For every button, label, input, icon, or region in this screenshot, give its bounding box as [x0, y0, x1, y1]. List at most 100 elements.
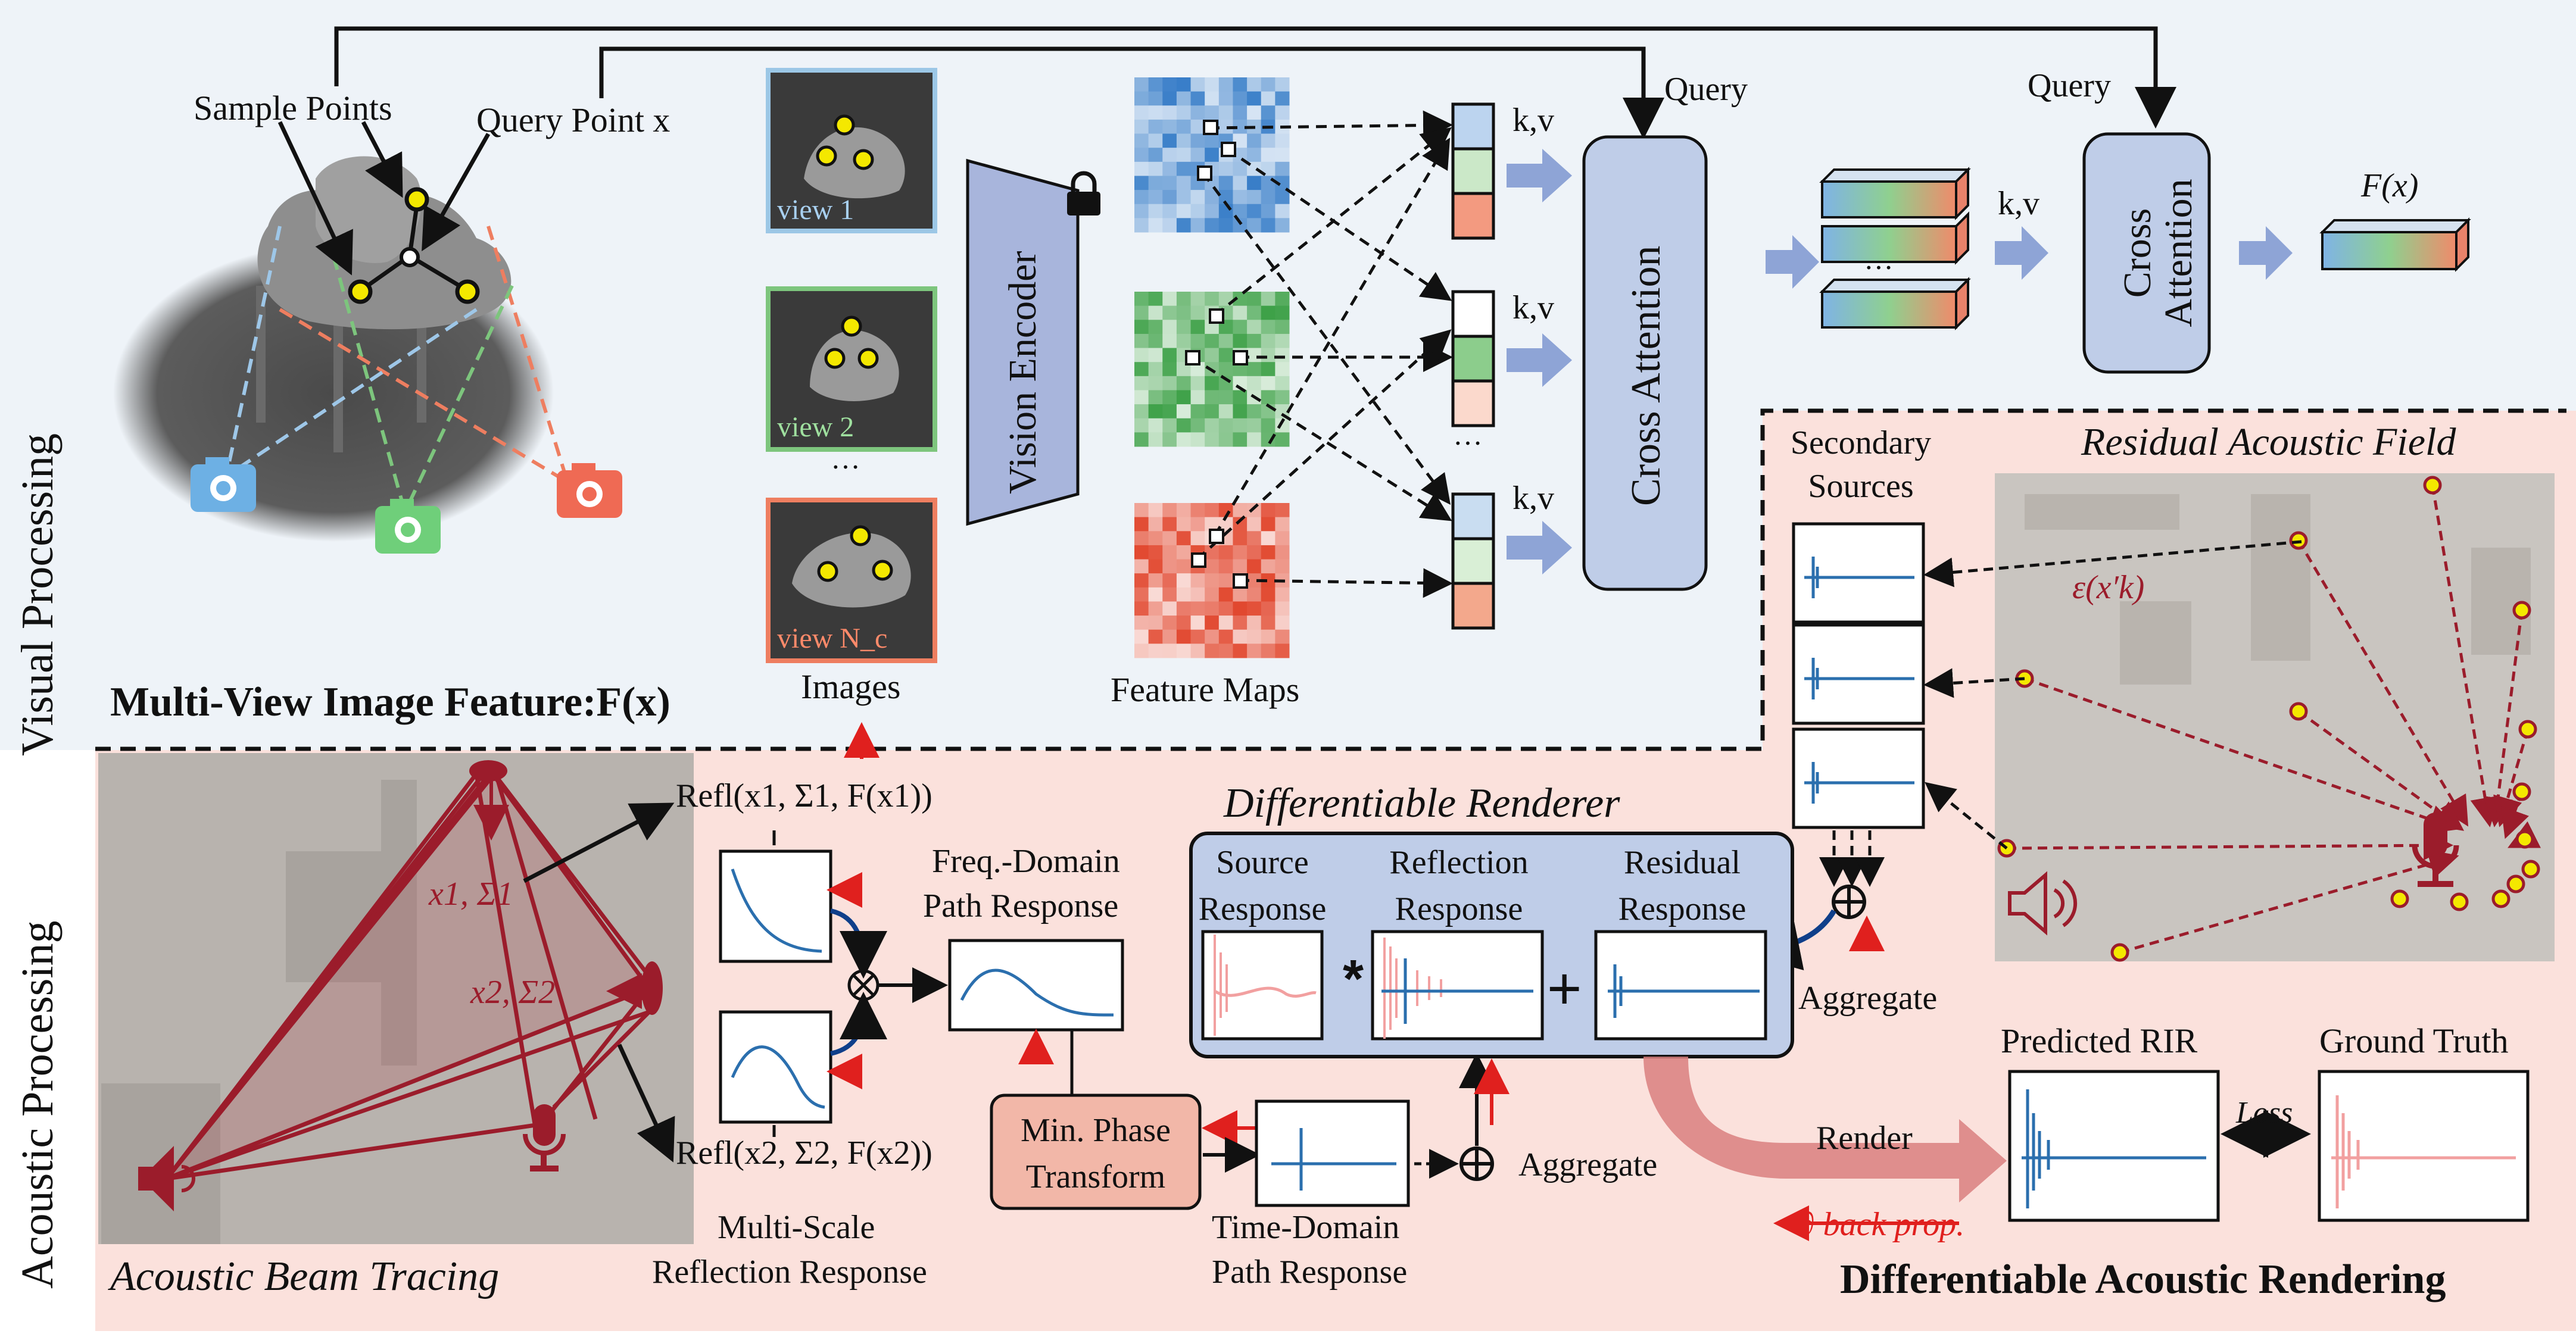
feature-tile: [1176, 643, 1192, 658]
feature-tile: [1162, 545, 1177, 560]
feature-tile: [1162, 362, 1177, 377]
feature-tile: [1261, 348, 1275, 363]
feature-tile: [1148, 545, 1163, 560]
feature-tile: [1275, 517, 1290, 532]
reflection-response-label: Reflection Response: [1389, 844, 1529, 928]
feature-tile: [1218, 545, 1233, 560]
feature-tile: [1247, 105, 1262, 120]
feature-tile: [1261, 545, 1275, 560]
feature-tile: [1190, 418, 1205, 433]
feature-tile: [1275, 587, 1290, 602]
feature-tile: [1247, 320, 1262, 335]
feature-tile: [1134, 77, 1149, 92]
feature-tile: [1218, 91, 1233, 106]
feature-tile: [1176, 404, 1192, 419]
feature-tile: [1162, 320, 1177, 335]
feature-tile: [1134, 204, 1149, 218]
feature-tile: [1205, 629, 1220, 644]
feature-tile: [1218, 105, 1233, 120]
refl2-label: Refl(x2, Σ2, F(x2)): [676, 1135, 933, 1171]
feature-tile: [1162, 148, 1177, 163]
source-response-label: Source Response: [1198, 844, 1327, 928]
feature-tile: [1162, 517, 1177, 532]
multi-scale-reflection-label: Reflection Response: [652, 1254, 927, 1291]
feature-tile: [1205, 133, 1220, 148]
feature-tile: [1134, 148, 1149, 163]
feature-tile: [1148, 148, 1163, 163]
aggregate-label-1: Aggregate: [1798, 980, 1938, 1017]
feature-tile: [1162, 161, 1177, 176]
min-phase-transform-block: [990, 1094, 1202, 1210]
back-prop-label: ∂ back prop.: [1798, 1206, 1965, 1243]
render-label: Render: [1816, 1120, 1913, 1157]
feature-tile: [1134, 292, 1149, 307]
feature-tile: [1218, 629, 1233, 644]
feature-tile: [1148, 503, 1163, 518]
visual-processing-label: Visual Processing: [13, 433, 63, 756]
time-path-response-box: [1255, 1099, 1410, 1207]
feature-tile: [1148, 531, 1163, 546]
feature-tile: [1162, 390, 1177, 405]
feature-tile: [1176, 305, 1192, 320]
feature-tile: [1148, 390, 1163, 405]
feature-tile: [1247, 616, 1262, 630]
cross-attention-2-label: Cross Attention: [2116, 179, 2201, 327]
feature-tile: [1275, 559, 1290, 574]
feature-tile: [1218, 601, 1233, 616]
feature-tile: [1247, 176, 1262, 190]
feature-tile: [1134, 91, 1149, 106]
feature-tile: [1261, 587, 1275, 602]
feature-tile: [1218, 643, 1233, 658]
query-label-2: Query: [2028, 67, 2111, 104]
feature-tile: [1218, 559, 1233, 574]
ground-truth-box: [2318, 1070, 2530, 1222]
feature-tile: [1190, 292, 1205, 307]
feature-tile: [1261, 629, 1275, 644]
feature-tile: [1247, 531, 1262, 546]
feature-tile: [1134, 133, 1149, 148]
feature-tile: [1190, 320, 1205, 335]
feature-tile: [1148, 573, 1163, 588]
feature-tile: [1247, 643, 1262, 658]
freq-path-response-label: Path Response: [923, 888, 1119, 924]
feature-tile: [1218, 161, 1233, 176]
feature-tile: [1233, 545, 1248, 560]
feature-tile: [1134, 218, 1149, 233]
feature-tile: [1218, 404, 1233, 419]
feature-tile: [1148, 161, 1163, 176]
render-arrow: [1643, 1057, 2007, 1202]
feature-tile: [1134, 320, 1149, 335]
feature-maps-label: Feature Maps: [1111, 670, 1300, 709]
secondary-waveform-boxes: [1792, 522, 1925, 829]
secondary-sources-label: Secondary Sources: [1790, 424, 1932, 505]
secondary-waveforms: [1804, 557, 1914, 804]
feature-tile: [1176, 292, 1192, 307]
feature-tile: [1233, 190, 1248, 205]
feature-tile: [1148, 204, 1163, 218]
query-line-1: [334, 26, 2176, 129]
feature-tile: [1233, 616, 1248, 630]
feature-tile: [1134, 629, 1149, 644]
feature-tile: [1275, 105, 1290, 120]
feature-tile: [1190, 517, 1205, 532]
feature-tile: [1176, 376, 1192, 390]
feature-tile: [1247, 148, 1262, 163]
feature-tile: [1205, 218, 1220, 233]
feature-tile: [1162, 503, 1177, 518]
view-2-image: [766, 286, 937, 452]
feature-tile: [1261, 362, 1275, 377]
feature-tile: [1162, 176, 1177, 190]
feature-tile: [1205, 292, 1220, 307]
feature-tile: [1233, 105, 1248, 120]
feature-tile: [1148, 601, 1163, 616]
loss-label: Loss: [2236, 1096, 2293, 1130]
tokens-ellipsis: ···: [1453, 426, 1483, 460]
feature-tile: [1162, 601, 1177, 616]
feature-tile: [1205, 204, 1220, 218]
feature-tile: [1247, 629, 1262, 644]
feature-tile: [1190, 305, 1205, 320]
min-phase-label: Min. Phase Transform: [1021, 1112, 1171, 1196]
feature-tile: [1190, 105, 1205, 120]
feature-tile: [1190, 616, 1205, 630]
feature-tile: [1190, 531, 1205, 546]
